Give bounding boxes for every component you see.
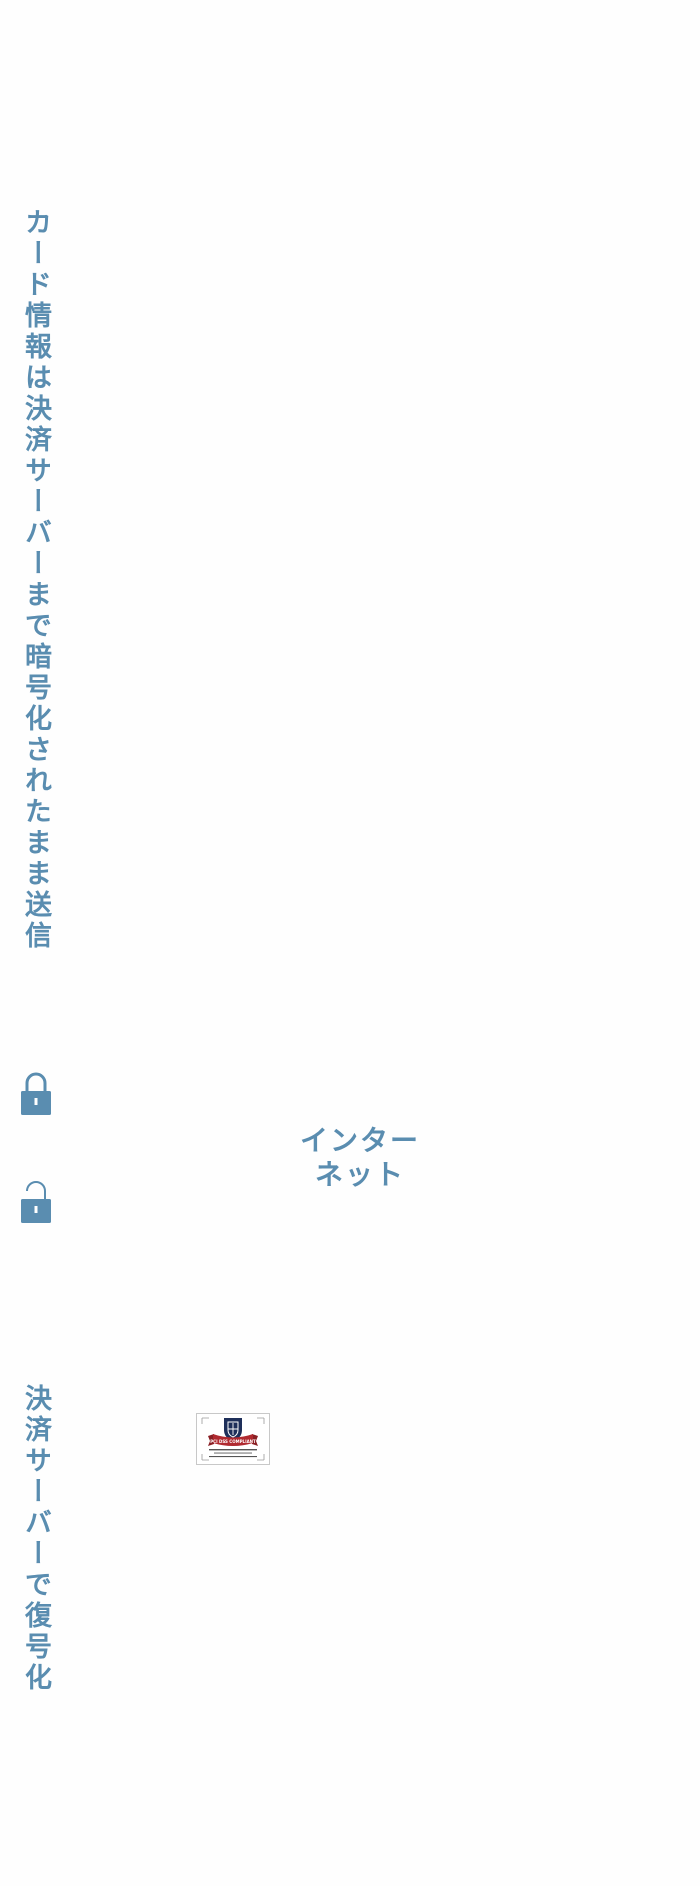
internet-label-line2: ネット	[314, 1158, 405, 1191]
decrypt-at-server-label: 決済サーバーで復号化	[20, 1384, 51, 1694]
encrypted-transfer-label: カード情報は決済サーバーまで暗号化されたまま送信	[20, 208, 51, 952]
lock-closed-icon	[20, 1070, 52, 1116]
internet-label-line1: インター	[299, 1124, 420, 1157]
internet-label: インター ネット	[280, 1124, 440, 1192]
security-certificate-badge: PCI DSS COMPLIANT	[196, 1413, 270, 1465]
lock-open-icon	[20, 1178, 52, 1224]
svg-text:PCI DSS COMPLIANT: PCI DSS COMPLIANT	[210, 1439, 256, 1444]
